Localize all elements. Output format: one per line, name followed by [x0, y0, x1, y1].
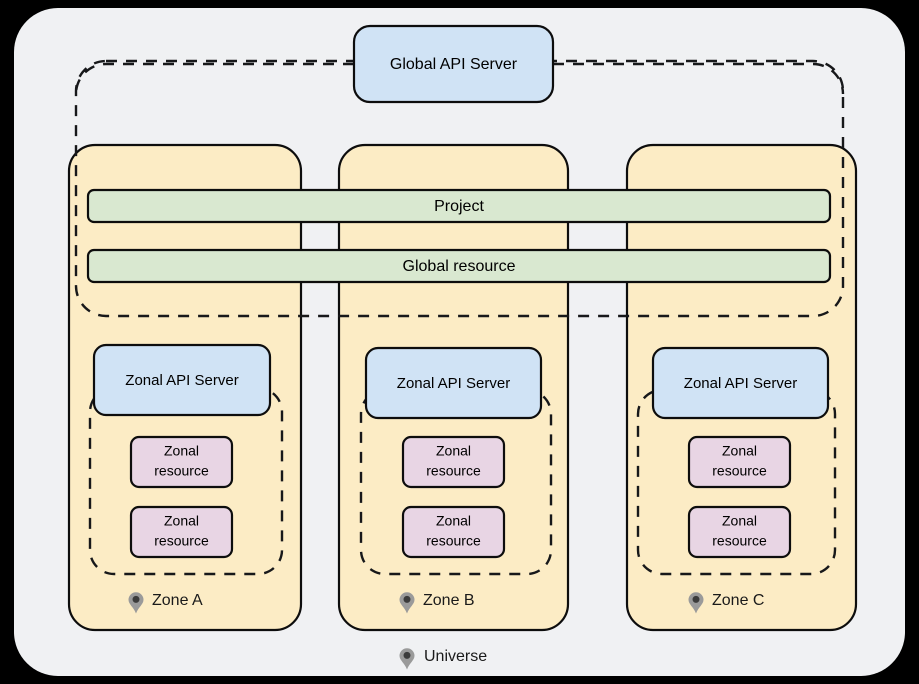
zonal-resource-label-line2: resource: [712, 463, 767, 479]
zonal-api-server-label: Zonal API Server: [125, 372, 238, 389]
global-api-server-label: Global API Server: [390, 56, 518, 73]
zonal-resource-label-line1: Zonal: [436, 513, 471, 529]
global-bars-group: Project Global resource: [86, 188, 832, 284]
zonal-resource-label-line1: Zonal: [164, 513, 199, 529]
global-resource-bar[interactable]: Global resource: [86, 248, 832, 284]
zone-a-api-server[interactable]: Zonal API Server: [92, 343, 272, 417]
zonal-api-server-label: Zonal API Server: [684, 375, 797, 392]
zone-b-resource-0[interactable]: Zonal resource: [401, 435, 506, 489]
zone-a-contents: Zonal API Server Zonal resource Zonal re…: [88, 343, 284, 614]
zonal-api-server-label: Zonal API Server: [397, 375, 510, 392]
zone-b-contents: Zonal API Server Zonal resource Zonal re…: [359, 346, 553, 614]
global-api-server-connector: [74, 62, 845, 95]
zone-b-api-server[interactable]: Zonal API Server: [364, 346, 543, 420]
zone-c-resource-0[interactable]: Zonal resource: [687, 435, 792, 489]
zone-c-contents: Zonal API Server Zonal resource Zonal re…: [636, 346, 837, 614]
location-pin-icon: [128, 592, 144, 614]
zone-c-caption: Zone C: [712, 592, 764, 609]
universe-caption: Universe: [424, 648, 487, 665]
zonal-resource-label-line1: Zonal: [722, 513, 757, 529]
zonal-resource-label-line1: Zonal: [722, 443, 757, 459]
location-pin-icon: [399, 592, 415, 614]
universe-caption-group: Universe: [399, 648, 487, 670]
zone-b-resource-1[interactable]: Zonal resource: [401, 505, 506, 559]
zone-b-caption: Zone B: [423, 592, 475, 609]
global-resource-bar-label: Global resource: [403, 258, 516, 275]
zone-a-scope-boundary: [88, 386, 284, 576]
zone-a-resource-0[interactable]: Zonal resource: [129, 435, 234, 489]
zone-c-resource-1[interactable]: Zonal resource: [687, 505, 792, 559]
zonal-resource-label-line1: Zonal: [164, 443, 199, 459]
location-pin-icon: [688, 592, 704, 614]
global-scope-boundary: [74, 59, 845, 318]
project-bar-label: Project: [434, 198, 484, 215]
location-pin-icon: [399, 648, 415, 670]
zonal-resource-label-line2: resource: [154, 463, 209, 479]
zonal-resource-label-line1: Zonal: [436, 443, 471, 459]
zone-c-api-server[interactable]: Zonal API Server: [651, 346, 830, 420]
global-api-server-node[interactable]: Global API Server: [352, 24, 555, 104]
zonal-resource-label-line2: resource: [426, 463, 481, 479]
zonal-resource-label-line2: resource: [426, 533, 481, 549]
zone-a-resource-1[interactable]: Zonal resource: [129, 505, 234, 559]
zonal-resource-label-line2: resource: [712, 533, 767, 549]
zonal-resource-label-line2: resource: [154, 533, 209, 549]
project-bar[interactable]: Project: [86, 188, 832, 224]
zone-a-caption: Zone A: [152, 592, 203, 609]
